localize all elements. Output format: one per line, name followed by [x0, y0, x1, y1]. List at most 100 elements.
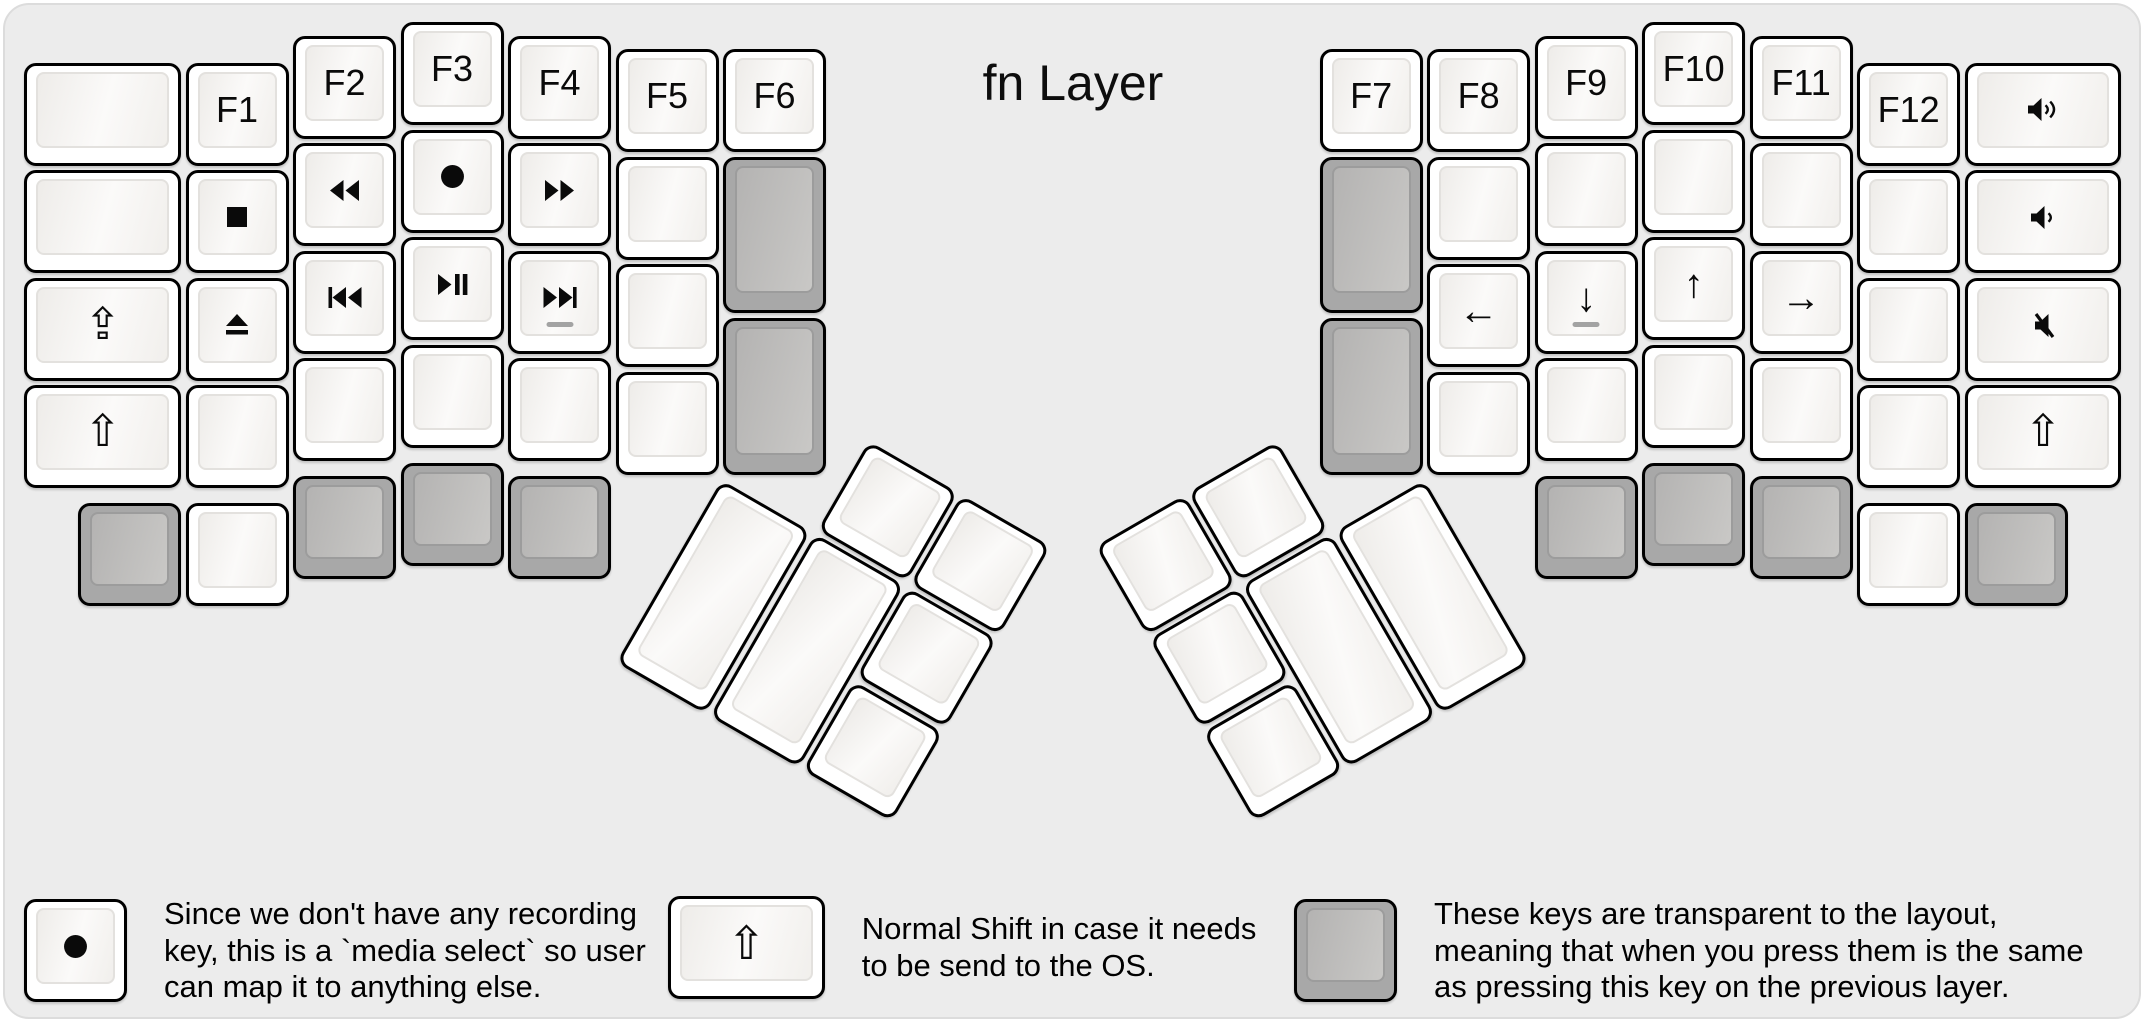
key-f9[interactable]: F9 — [1534, 35, 1638, 139]
key-blank-17[interactable] — [1749, 143, 1853, 247]
keytop — [1761, 367, 1841, 444]
key-f3[interactable]: F3 — [400, 22, 504, 126]
stop-icon — [227, 207, 247, 228]
keytop — [412, 246, 492, 323]
key-transparent-1[interactable] — [723, 156, 826, 314]
play-pause-icon — [437, 273, 467, 295]
key-stop[interactable] — [185, 170, 289, 274]
shift-key-sample: ⇧ — [668, 896, 825, 999]
key-blank-14[interactable] — [1534, 358, 1638, 462]
key-blank-9[interactable] — [615, 371, 719, 475]
key-blank-3[interactable] — [185, 385, 289, 489]
key-arrow-right[interactable]: → — [1749, 250, 1853, 354]
key-transparent-3[interactable] — [78, 503, 181, 607]
key-eject[interactable] — [185, 277, 289, 381]
key-record[interactable] — [400, 129, 504, 233]
key-f8[interactable]: F8 — [1427, 49, 1531, 153]
key-play-pause[interactable] — [400, 237, 504, 341]
caps-lock-icon: ⇪ — [84, 299, 122, 349]
key-f10[interactable]: F10 — [1642, 22, 1746, 126]
key-transparent-2[interactable] — [723, 317, 826, 475]
key-blank-16[interactable] — [1642, 344, 1746, 448]
key-mute[interactable] — [1964, 277, 2122, 381]
note-transparent-keys: These keys are transparent to the layout… — [1294, 896, 2084, 1006]
key-arrow-up[interactable]: ↑ — [1642, 237, 1746, 341]
key-rewind[interactable] — [293, 143, 396, 247]
keytop — [305, 485, 384, 560]
key-fast-forward[interactable] — [508, 143, 611, 247]
keytop — [1654, 138, 1734, 215]
key-blank-1[interactable] — [24, 62, 181, 166]
keytop — [520, 259, 599, 336]
keytop — [520, 152, 599, 229]
key-blank-2[interactable] — [24, 170, 181, 274]
key-transparent-11[interactable] — [1749, 476, 1853, 580]
keytop — [1761, 152, 1841, 229]
keytop: ⇧ — [1976, 394, 2110, 471]
key-blank-10[interactable] — [185, 503, 289, 607]
key-f5[interactable]: F5 — [615, 49, 719, 153]
key-transparent-6[interactable] — [508, 476, 611, 580]
key-volume-down[interactable] — [1964, 170, 2122, 274]
key-caps-lock[interactable]: ⇪ — [24, 277, 181, 381]
key-blank-8[interactable] — [615, 264, 719, 368]
key-f7[interactable]: F7 — [1319, 49, 1423, 153]
key-transparent-8[interactable] — [1319, 317, 1423, 475]
key-transparent-4[interactable] — [293, 476, 396, 580]
keytop — [412, 138, 492, 215]
key-f12[interactable]: F12 — [1857, 62, 1961, 166]
keytop — [1331, 326, 1411, 455]
keytop: F6 — [735, 58, 814, 135]
key-blank-4[interactable] — [293, 358, 396, 462]
key-f11[interactable]: F11 — [1749, 35, 1853, 139]
key-transparent-12[interactable] — [1964, 503, 2068, 607]
key-f6[interactable]: F6 — [723, 49, 826, 153]
keytop: F7 — [1331, 58, 1411, 135]
key-transparent-7[interactable] — [1319, 156, 1423, 314]
keytop — [1976, 179, 2110, 256]
key-blank-13[interactable] — [1534, 143, 1638, 247]
key-blank-15[interactable] — [1642, 129, 1746, 233]
key-right-shift[interactable]: ⇧ — [1964, 385, 2122, 489]
key-transparent-9[interactable] — [1534, 476, 1638, 580]
key-blank-5[interactable] — [400, 344, 504, 448]
key-blank-11[interactable] — [1427, 156, 1531, 260]
key-next-track[interactable] — [508, 250, 611, 354]
key-left-shift[interactable]: ⇧ — [24, 385, 181, 489]
keytop: F3 — [412, 31, 492, 108]
key-blank-20[interactable] — [1857, 277, 1961, 381]
key-volume-up[interactable] — [1964, 62, 2122, 166]
key-transparent-10[interactable] — [1642, 463, 1746, 566]
keytop — [1976, 512, 2056, 587]
key-arrow-left[interactable]: ← — [1427, 264, 1531, 368]
key-f2[interactable]: F2 — [293, 35, 396, 139]
keytop — [197, 286, 277, 363]
key-f1[interactable]: F1 — [185, 62, 289, 166]
key-label: F11 — [1771, 61, 1831, 103]
key-transparent-5[interactable] — [400, 463, 504, 566]
key-blank-6[interactable] — [508, 358, 611, 462]
key-blank-12[interactable] — [1427, 371, 1531, 475]
key-previous-track[interactable] — [293, 250, 396, 354]
shift-icon: ⇧ — [2024, 407, 2062, 457]
key-blank-21[interactable] — [1857, 385, 1961, 489]
keytop — [520, 367, 599, 444]
key-label: F7 — [1350, 75, 1393, 117]
keytop: ↓ — [1546, 259, 1626, 336]
keytop — [412, 472, 492, 546]
keytop — [305, 259, 384, 336]
keytop — [1331, 165, 1411, 294]
keytop — [1976, 71, 2110, 148]
record-icon — [440, 165, 464, 189]
keytop: F4 — [520, 44, 599, 121]
key-blank-18[interactable] — [1749, 358, 1853, 462]
keytop: ← — [1439, 273, 1519, 350]
record-icon — [64, 934, 87, 958]
key-blank-19[interactable] — [1857, 170, 1961, 274]
key-label: F12 — [1877, 88, 1940, 130]
key-f4[interactable]: F4 — [508, 35, 611, 139]
key-blank-7[interactable] — [615, 156, 719, 260]
key-arrow-down[interactable]: ↓ — [1534, 250, 1638, 354]
key-blank-22[interactable] — [1857, 503, 1961, 607]
keytop: ⇧ — [36, 394, 169, 471]
